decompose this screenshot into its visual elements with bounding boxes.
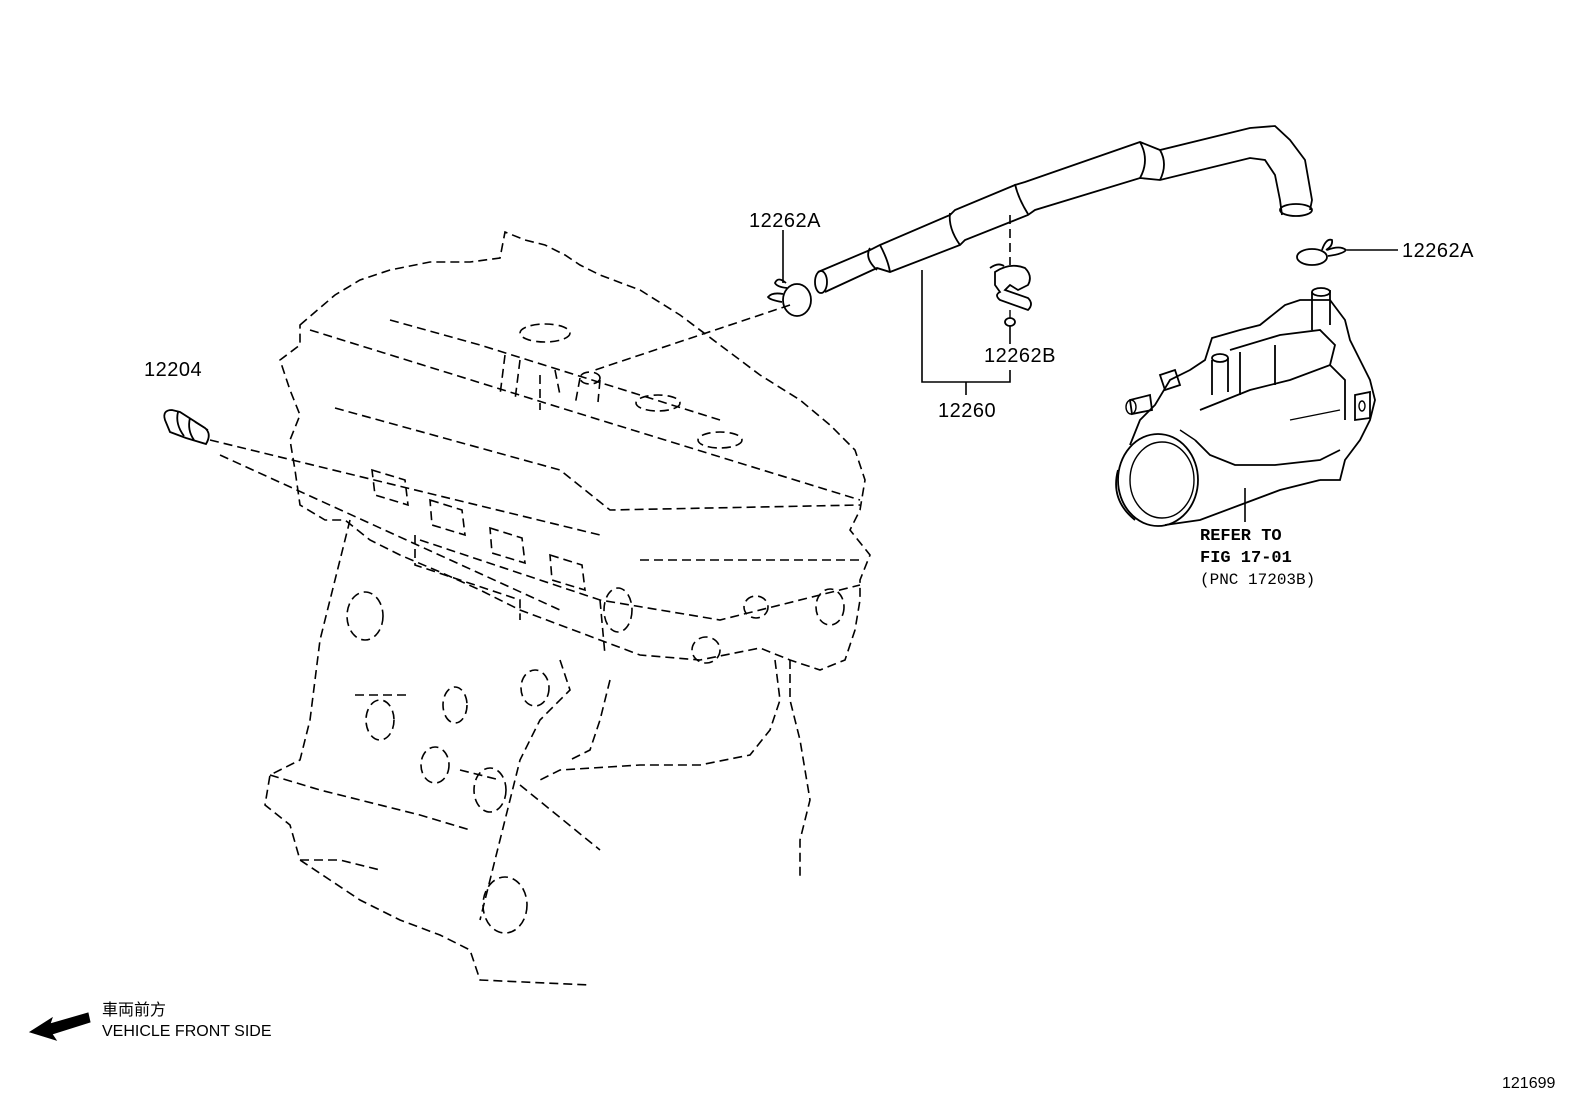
label-12204: 12204 — [144, 359, 202, 381]
vehicle-front-arrow — [28, 1012, 91, 1041]
label-12262b: 12262B — [984, 345, 1056, 367]
label-12262a-left: 12262A — [749, 210, 821, 232]
direction-label-en: VEHICLE FRONT SIDE — [102, 1023, 272, 1040]
refer-note-line1: REFER TO — [1200, 527, 1282, 546]
figure-id: 121699 — [1502, 1075, 1555, 1092]
engine-block-outline — [264, 230, 871, 986]
projection-lines — [209, 215, 1011, 611]
throttle-body-assembly — [1115, 287, 1376, 527]
direction-label-jp: 車両前方 — [102, 1001, 166, 1019]
clamp-12262a-right — [1296, 238, 1348, 266]
refer-note-line3: (PNC 17203B) — [1200, 571, 1315, 589]
label-leaders — [782, 230, 1398, 522]
pcv-plug-12204 — [163, 409, 210, 446]
label-12260: 12260 — [938, 400, 996, 422]
pcv-hose-12260 — [814, 125, 1313, 294]
refer-note-line2: FIG 17-01 — [1200, 549, 1292, 568]
clip-12262b — [989, 263, 1032, 327]
clamp-12262a-left — [766, 278, 812, 317]
label-12262a-right: 12262A — [1402, 240, 1474, 262]
